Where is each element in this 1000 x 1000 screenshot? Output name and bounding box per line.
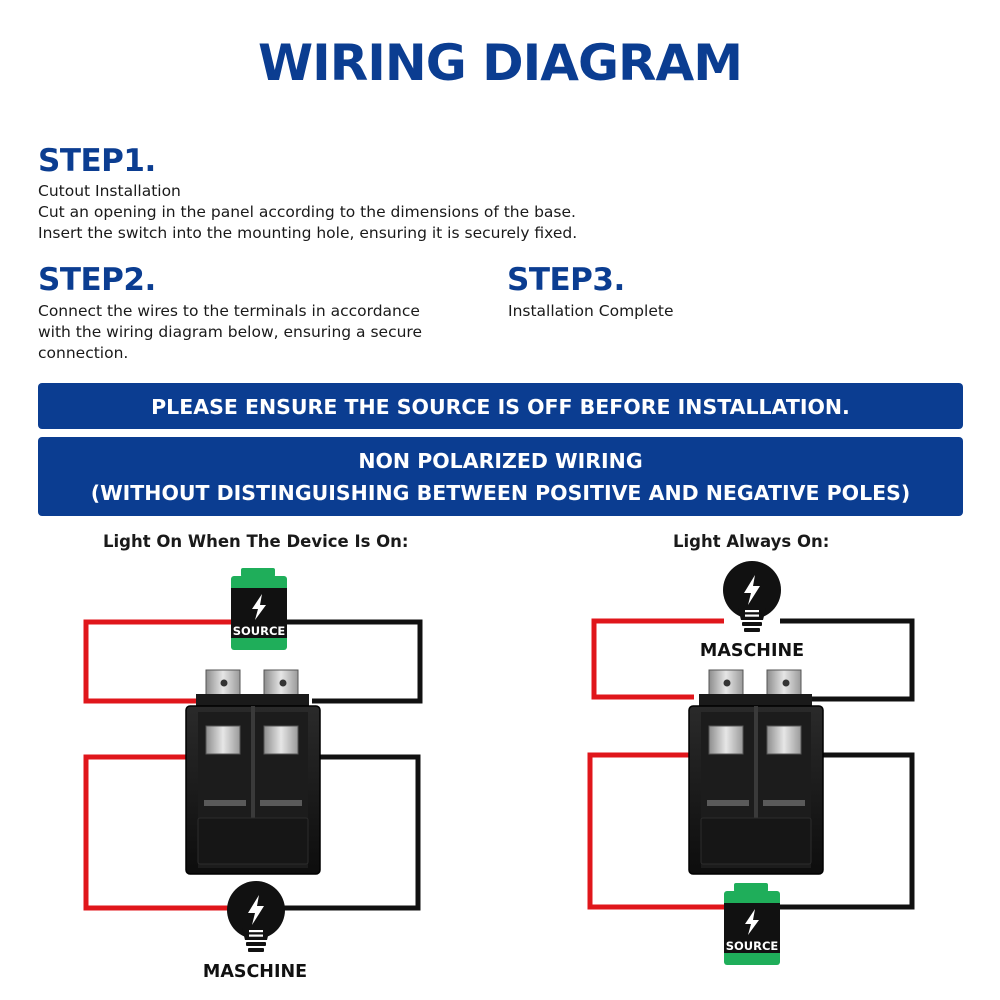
right-light-bulb-icon	[723, 561, 781, 632]
step2-text: Connect the wires to the terminals in ac…	[38, 301, 422, 364]
step1-heading: STEP1.	[38, 143, 156, 179]
step1-line: Cutout Installation	[38, 182, 181, 200]
page-title: WIRING DIAGRAM	[258, 34, 743, 92]
left-upper-black-wire	[285, 619, 423, 704]
step3-line: Installation Complete	[508, 302, 674, 320]
wiring-type-banner: NON POLARIZED WIRING (WITHOUT DISTINGUIS…	[38, 437, 963, 516]
right-upper-black-wire	[780, 618, 915, 702]
left-rocker-switch-icon	[185, 669, 321, 875]
left-lower-red-wire	[83, 754, 234, 911]
step1-line: Insert the switch into the mounting hole…	[38, 224, 578, 242]
wiring-type-line1: NON POLARIZED WIRING	[358, 449, 643, 473]
step3-heading: STEP3.	[507, 262, 625, 298]
right-wiring-diagram: MASCHINE SOURCE	[587, 561, 915, 965]
step2-heading: STEP2.	[38, 262, 156, 298]
left-lower-black-wire	[278, 754, 421, 911]
right-upper-red-wire	[591, 618, 724, 700]
right-machine-label: MASCHINE	[700, 641, 804, 661]
step3-text: Installation Complete	[508, 301, 673, 322]
left-upper-red-wire	[83, 619, 232, 704]
step2-line: with the wiring diagram below, ensuring …	[38, 323, 422, 341]
left-diagram-label: Light On When The Device Is On:	[103, 532, 409, 551]
right-diagram-label: Light Always On:	[673, 532, 830, 551]
left-light-bulb-icon	[227, 881, 285, 952]
step2-line: Connect the wires to the terminals in ac…	[38, 302, 420, 320]
left-source-label: SOURCE	[233, 624, 286, 638]
left-wiring-diagram: SOURCE MASCHINE	[83, 568, 423, 982]
right-lower-red-wire	[587, 752, 724, 910]
step1-text: Cutout Installation Cut an opening in th…	[38, 181, 577, 244]
step1-line: Cut an opening in the panel according to…	[38, 203, 576, 221]
warning-banner: PLEASE ENSURE THE SOURCE IS OFF BEFORE I…	[38, 383, 963, 429]
right-source-label: SOURCE	[726, 939, 779, 953]
right-lower-black-wire	[780, 752, 915, 910]
left-machine-label: MASCHINE	[203, 962, 307, 982]
wiring-type-line2: (WITHOUT DISTINGUISHING BETWEEN POSITIVE…	[90, 481, 911, 505]
step2-line: connection.	[38, 344, 129, 362]
right-rocker-switch-icon	[688, 669, 824, 875]
right-machine-label-bg	[695, 638, 810, 660]
